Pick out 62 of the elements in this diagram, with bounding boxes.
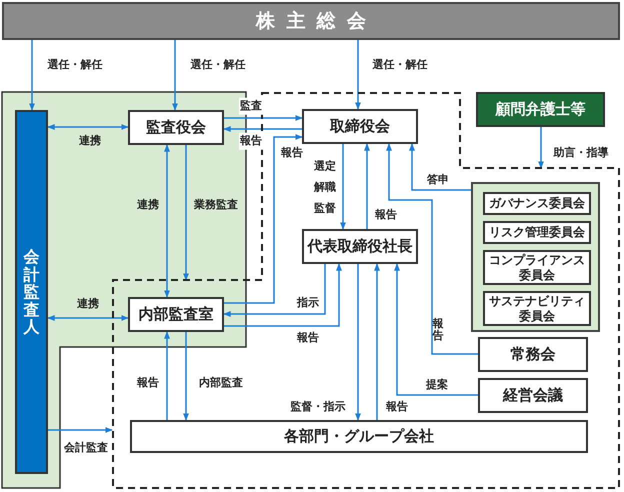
arrow <box>47 315 129 321</box>
edge-label: 連携 <box>77 296 99 312</box>
arrow <box>164 331 170 420</box>
arrow <box>223 126 302 132</box>
arrow <box>223 264 326 317</box>
arrow <box>340 144 346 230</box>
edge-label: 答申 <box>427 172 449 188</box>
org-box: 代表取締役社長 <box>302 229 418 264</box>
edge-label: 報告 <box>281 144 303 161</box>
edge-label: 報告 <box>137 374 159 391</box>
edge-label: 助言・指導 <box>554 144 608 161</box>
org-box: 内部監査室 <box>128 297 224 332</box>
arrow <box>386 143 478 355</box>
edge-label: 連携 <box>137 196 159 213</box>
arrow <box>29 40 35 111</box>
edge-label: 報告 <box>386 398 408 415</box>
arrow <box>164 144 170 298</box>
edge-label: 内部監査 <box>199 374 243 391</box>
edge-label: 監督・指示 <box>290 398 346 415</box>
header-box: 株主総会 <box>2 2 620 40</box>
arrow <box>355 264 361 421</box>
arrow <box>224 115 303 121</box>
edge-label: 報告 <box>375 206 397 223</box>
edge-label: 連携 <box>79 132 101 149</box>
arrow <box>183 145 189 281</box>
dashed-boundary <box>112 92 621 489</box>
vertical-box: 会計監査人 <box>15 110 48 474</box>
edge-label: 業務監査 <box>194 196 238 213</box>
edge-label: 選任・解任 <box>372 56 428 73</box>
org-box: 経営会議 <box>478 378 588 413</box>
edge-label: 選任・解任 <box>48 56 102 73</box>
arrow <box>355 40 361 110</box>
arrow <box>394 263 478 396</box>
advisor-box: 顧問弁護士等 <box>476 92 605 127</box>
arrow <box>374 263 380 420</box>
edge-label: 監査 <box>239 98 263 114</box>
arrow <box>224 134 303 304</box>
arrow <box>172 40 178 111</box>
org-box: 各部門・グループ会社 <box>130 420 588 453</box>
edge-label: 会計監査 <box>64 440 108 456</box>
arrow <box>364 143 370 229</box>
arrow <box>48 427 113 433</box>
edge-label: 指示 <box>297 294 319 311</box>
org-box: 取締役会 <box>302 109 418 144</box>
arrow <box>224 263 342 327</box>
committee-box: リスク管理委員会 <box>483 221 591 244</box>
arrow <box>183 332 189 421</box>
arrow <box>538 127 544 169</box>
committee-box: サステナビリティ委員会 <box>483 291 591 326</box>
edge-label: 報告 <box>297 330 319 346</box>
committee-group-panel <box>471 182 600 332</box>
edge-label: 報告 <box>432 318 444 342</box>
committee-box: ガバナンス委員会 <box>483 192 591 215</box>
org-box: 監査役会 <box>128 110 224 145</box>
edge-label: 報告 <box>239 132 263 150</box>
edge-label: 選任・解任 <box>190 56 246 73</box>
committee-box: コンプライアンス委員会 <box>483 250 591 285</box>
org-box: 常務会 <box>478 337 588 372</box>
arrow <box>47 124 129 130</box>
edge-label: 選定解職監督 <box>314 158 336 216</box>
arrow <box>409 143 471 191</box>
edge-label: 提案 <box>426 376 448 393</box>
